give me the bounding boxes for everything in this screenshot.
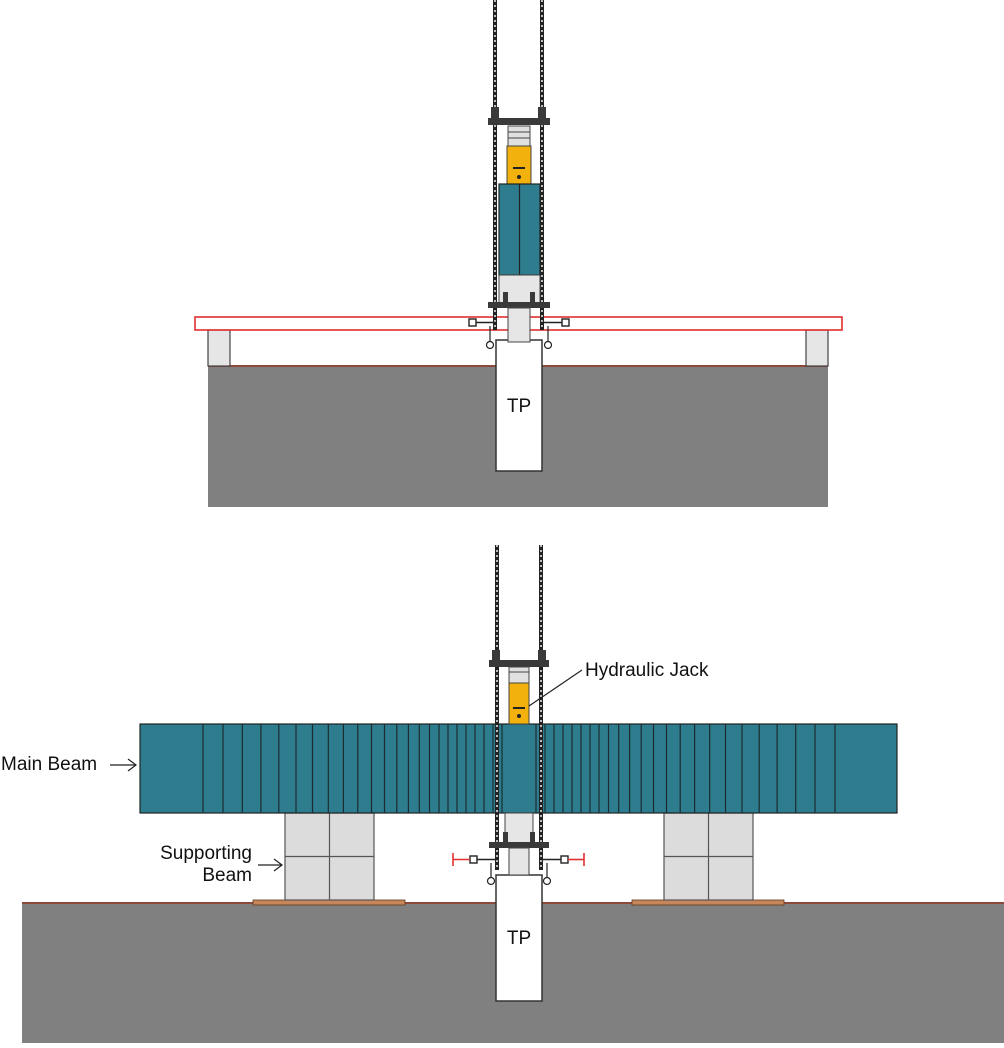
left-base-plate [252,899,406,906]
bottom-pile-label: TP [507,928,531,949]
main-beam-stiffeners [202,724,836,813]
top-anchor-rods [493,0,544,330]
top-panel: TP [194,0,843,507]
bottom-anchor-rods [495,545,543,870]
top-dial-gauges [468,318,570,350]
main-beam [139,723,898,814]
supporting-beam-arrow [258,858,283,872]
supporting-beam-label-line2: Beam [202,865,252,886]
bottom-dial-gauges [469,855,569,886]
reference-markers [452,853,585,866]
supporting-beam-label-line1: Supporting [160,843,252,864]
top-right-support [805,329,829,367]
bottom-panel: TP [1,545,1004,1043]
bottom-bearing-plate [489,660,549,667]
bottom-hydraulic-jack [508,682,530,725]
top-pile-label: TP [507,396,531,417]
left-supporting-beam [284,812,375,901]
bottom-test-pile [495,874,543,1002]
top-left-support [207,329,231,367]
right-supporting-beam [663,812,754,901]
hydraulic-jack-leader [528,669,583,707]
right-base-plate [631,899,785,906]
main-beam-label: Main Beam [1,754,97,775]
bottom-lower-plate [489,842,549,848]
main-beam-arrow [110,758,137,772]
top-load-cell [507,125,531,147]
top-test-pile [495,339,543,472]
top-bearing-plate [488,118,550,125]
top-lower-plate [488,302,550,308]
hydraulic-jack-label: Hydraulic Jack [585,660,709,681]
